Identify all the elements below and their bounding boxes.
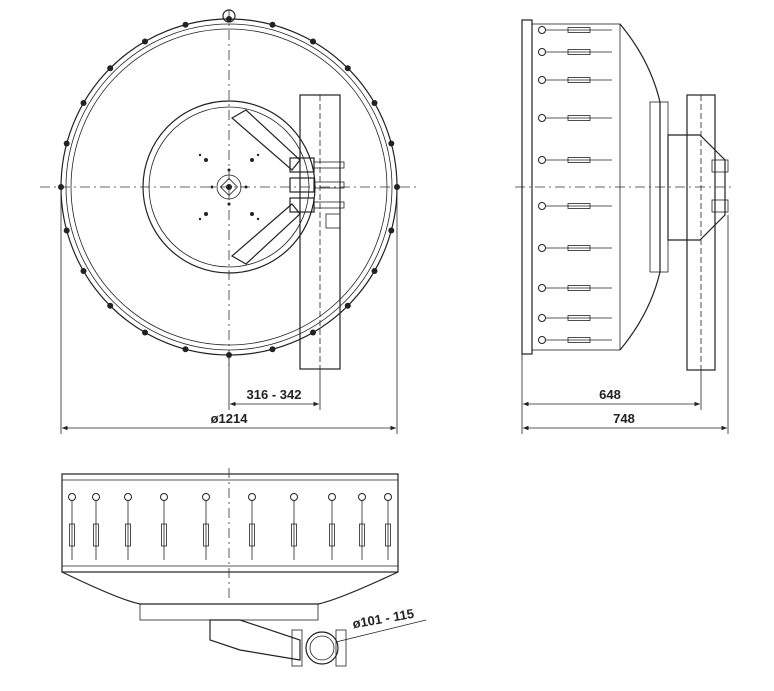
rim-clip	[182, 346, 189, 353]
dim-pole-leader	[335, 619, 427, 643]
rim-clip	[344, 302, 351, 309]
side-rod-spring	[567, 315, 591, 321]
feed-center-dot	[226, 184, 232, 190]
top-rod-spring	[249, 523, 255, 547]
top-rod-eye	[92, 493, 100, 501]
top-view: ø101 - 115	[61, 468, 427, 667]
top-rod-spring	[359, 523, 365, 547]
top-rod-spring	[69, 523, 75, 547]
side-rod-eye	[538, 336, 546, 344]
dim-total-depth-label: 748	[613, 411, 635, 426]
dim-mount-offset-label: 316 - 342	[247, 387, 302, 402]
top-pole-inner	[309, 635, 335, 661]
dish-back-curve	[619, 23, 661, 351]
side-rod-spring	[567, 115, 591, 121]
top-tension-rods	[68, 493, 392, 560]
rim-clip	[107, 302, 114, 309]
side-rod-eye	[538, 114, 546, 122]
top-rod-eye	[290, 493, 298, 501]
rim-clip	[269, 346, 276, 353]
top-rod-spring	[203, 523, 209, 547]
top-dish-hub	[139, 603, 319, 621]
rim-clip	[226, 16, 232, 22]
top-shroud-body	[61, 473, 399, 573]
top-rod-eye	[328, 493, 336, 501]
side-mount-bracket	[667, 134, 726, 241]
top-clamp-right	[335, 629, 347, 667]
side-rod-spring	[567, 203, 591, 209]
shroud-body	[531, 23, 621, 351]
rim-clip	[388, 140, 395, 147]
rim-clip	[310, 329, 316, 336]
side-rod-spring	[567, 285, 591, 291]
side-rod-eye	[538, 314, 546, 322]
side-clamp-lower	[711, 199, 729, 213]
hub-bolts	[198, 153, 260, 221]
top-rod-spring	[161, 523, 167, 547]
top-dish-back-curve	[61, 571, 399, 605]
top-rod-eye	[358, 493, 366, 501]
dim-diameter-label: ø1214	[211, 411, 249, 426]
side-rod-spring	[567, 49, 591, 55]
rim-clip	[142, 38, 148, 45]
top-rod-spring	[329, 523, 335, 547]
top-rod-eye	[160, 493, 168, 501]
dish-surface-edge	[70, 28, 388, 346]
side-rod-eye	[538, 76, 546, 84]
side-clamp-upper	[711, 159, 729, 173]
rim-clip	[269, 21, 276, 28]
pole-clamp-assembly	[289, 157, 345, 229]
top-rod-eye	[384, 493, 392, 501]
rim-clip	[142, 329, 148, 336]
side-rod-spring	[567, 337, 591, 343]
hub-plate-inner	[148, 106, 310, 268]
rim-clip	[63, 140, 70, 147]
feed-center-square	[219, 177, 239, 197]
rim-clip	[182, 21, 189, 28]
top-rod-eye	[248, 493, 256, 501]
top-rod-eye	[124, 493, 132, 501]
feed-center-ring	[216, 174, 242, 200]
top-rod-spring	[385, 523, 391, 547]
side-rod-eye	[538, 48, 546, 56]
rim-clip	[310, 38, 316, 45]
rim-clip	[80, 268, 87, 274]
side-rod-spring	[567, 245, 591, 251]
side-rod-spring	[567, 77, 591, 83]
dish-rim-inner-edge	[65, 23, 393, 351]
side-rod-eye	[538, 244, 546, 252]
top-mount-bracket	[209, 619, 301, 661]
rim-clip	[344, 65, 351, 72]
side-rod-spring	[567, 27, 591, 33]
side-view: 648 748	[515, 19, 735, 434]
hub-plate-outer	[142, 100, 316, 274]
rim-clip	[80, 100, 87, 106]
dim-pole-diameter-label: ø101 - 115	[351, 606, 415, 632]
dim-depth-label: 648	[599, 387, 621, 402]
rim-clip	[63, 227, 70, 234]
rim-clip	[388, 227, 395, 234]
side-rod-eye	[538, 156, 546, 164]
top-pole-section	[305, 631, 339, 665]
rim-clip	[371, 100, 378, 106]
top-rod-spring	[125, 523, 131, 547]
side-rod-eye	[538, 202, 546, 210]
lower-mount-arm	[230, 203, 301, 265]
lifting-lug	[222, 9, 236, 23]
top-rod-eye	[68, 493, 76, 501]
side-rod-eye	[538, 26, 546, 34]
rim-clip	[371, 268, 378, 274]
top-rod-spring	[291, 523, 297, 547]
side-rod-eye	[538, 284, 546, 292]
rim-clip	[107, 65, 114, 72]
side-rod-spring	[567, 157, 591, 163]
front-view: 316 - 342 ø1214	[40, 9, 420, 434]
top-rod-eye	[202, 493, 210, 501]
side-tension-rods	[538, 26, 612, 344]
top-clamp-left	[291, 629, 303, 667]
top-rod-spring	[93, 523, 99, 547]
